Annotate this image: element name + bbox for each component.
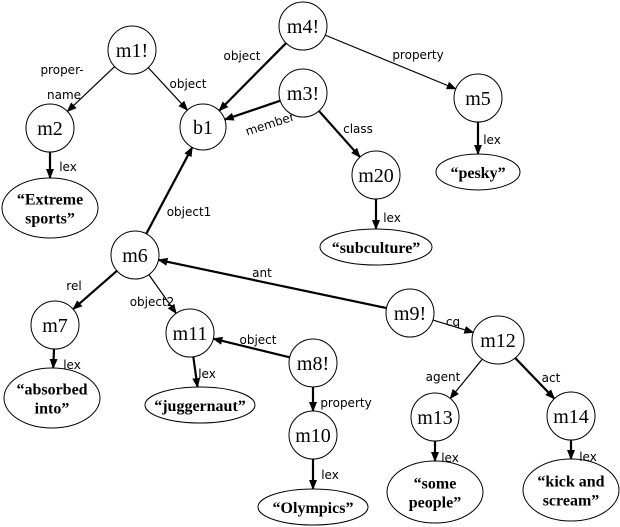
edge-label-object1: object1 <box>167 205 212 219</box>
edge-m11-lex_juggernaut <box>192 356 201 389</box>
node-label: m9! <box>394 303 426 325</box>
lexeme-text: “Extreme <box>17 192 83 209</box>
edge-label-lex: lex <box>441 451 459 465</box>
edge-label-class: class <box>343 122 373 136</box>
node-label: m2 <box>37 118 63 140</box>
lexeme-text: sports” <box>25 211 75 228</box>
lexeme-text: people” <box>409 495 461 512</box>
edge-label-cq: cq <box>446 315 460 329</box>
edge-m4-m5 <box>324 34 457 90</box>
edge-label-object: object <box>170 77 207 91</box>
edge-m1-b1 <box>147 67 189 111</box>
lexeme-lex_some: “some people” <box>386 460 484 524</box>
node-label: m8! <box>297 353 329 375</box>
edge-m3-m20 <box>318 110 361 158</box>
node-label: m20 <box>358 165 394 187</box>
node-label: m5 <box>465 88 491 110</box>
edge-label-lex: lex <box>579 450 597 464</box>
node-label: m10 <box>295 425 331 447</box>
edge-m6-m11 <box>148 274 177 315</box>
edge-label-lex: lex <box>198 367 216 381</box>
edge-label-name: name <box>47 88 81 102</box>
edge-label-object: object <box>240 333 277 347</box>
edge-m12-m13 <box>449 358 483 400</box>
edge-label-object2: object2 <box>130 295 175 309</box>
edge-label-lex: lex <box>63 358 81 372</box>
node-m12: m12 <box>471 315 525 365</box>
edge-label-property: property <box>392 48 443 62</box>
edge-m8-m11 <box>212 336 290 359</box>
edge-label-lex: lex <box>383 211 401 225</box>
edge-label-lex: lex <box>483 133 501 147</box>
lexeme-text: “subculture” <box>332 240 421 257</box>
edge-label-ant: ant <box>252 266 272 280</box>
edge-label-property: property <box>320 396 371 410</box>
node-label: m7 <box>42 315 68 337</box>
node-label: m13 <box>417 407 453 429</box>
edge-label-agent: agent <box>426 370 461 384</box>
node-m4: m4! <box>278 1 328 51</box>
edge-m6-b1 <box>145 146 194 235</box>
node-m20: m20 <box>351 150 401 200</box>
edge-m4-b1 <box>218 42 287 112</box>
node-m11: m11 <box>165 308 215 358</box>
node-m9: m9! <box>385 288 435 338</box>
lexeme-text: scream” <box>543 493 600 510</box>
lexeme-lex_extreme: “Extreme sports” <box>1 177 99 239</box>
lexeme-lex_pesky: “pesky” <box>435 153 521 191</box>
node-label: b1 <box>193 117 213 139</box>
node-m3: m3! <box>278 68 328 118</box>
edge-label-object: object <box>224 49 261 63</box>
edge-m6-m7 <box>72 269 118 311</box>
edge-m7-lex_absorbed <box>49 348 58 370</box>
edge-m12-m14 <box>514 357 556 400</box>
edge-label-rel: rel <box>66 279 81 293</box>
edge-label-act: act <box>542 371 561 385</box>
node-label: m14 <box>553 406 589 428</box>
lexeme-text: “Olympics” <box>273 500 354 517</box>
lexeme-lex_subculture: “subculture” <box>319 228 433 266</box>
edge-label-proper: proper- <box>40 63 83 77</box>
node-m13: m13 <box>410 392 460 442</box>
edge-m9-m12 <box>432 319 475 334</box>
node-m5: m5 <box>453 73 503 123</box>
lexeme-lex_absorbed: “absorbed into” <box>3 367 101 429</box>
edge-label-lex: lex <box>321 468 339 482</box>
lexeme-lex_juggernaut: “juggernaut” <box>144 386 256 424</box>
lexeme-text: into” <box>35 401 70 418</box>
node-m10: m10 <box>288 410 338 460</box>
node-label: m6 <box>122 245 148 267</box>
lexeme-text: “some <box>414 476 457 493</box>
edge-m9-m6 <box>157 257 387 310</box>
lexeme-lex_olympics: “Olympics” <box>257 488 369 526</box>
node-m2: m2 <box>25 103 75 153</box>
lexeme-text: “pesky” <box>450 165 505 182</box>
node-m1: m1! <box>107 25 157 75</box>
edge-m3-b1 <box>223 99 281 121</box>
node-label: m1! <box>116 40 148 62</box>
node-label: m4! <box>287 16 319 38</box>
node-label: m11 <box>173 323 208 345</box>
node-m6: m6 <box>110 230 160 280</box>
node-b1: b1 <box>179 103 227 151</box>
node-m14: m14 <box>546 391 596 441</box>
lexeme-text: “kick and <box>537 474 604 491</box>
node-m7: m7 <box>30 300 80 350</box>
edge-label-member: member <box>244 109 297 138</box>
node-m8: m8! <box>288 338 338 388</box>
node-label: m3! <box>287 83 319 105</box>
node-label: m12 <box>480 330 516 352</box>
edge-label-lex: lex <box>59 160 77 174</box>
edge-m1-m2 <box>66 66 116 113</box>
lexeme-text: “juggernaut” <box>154 398 246 415</box>
lexeme-lex_kick: “kick and scream” <box>522 458 620 522</box>
lexeme-text: “absorbed <box>16 382 87 399</box>
